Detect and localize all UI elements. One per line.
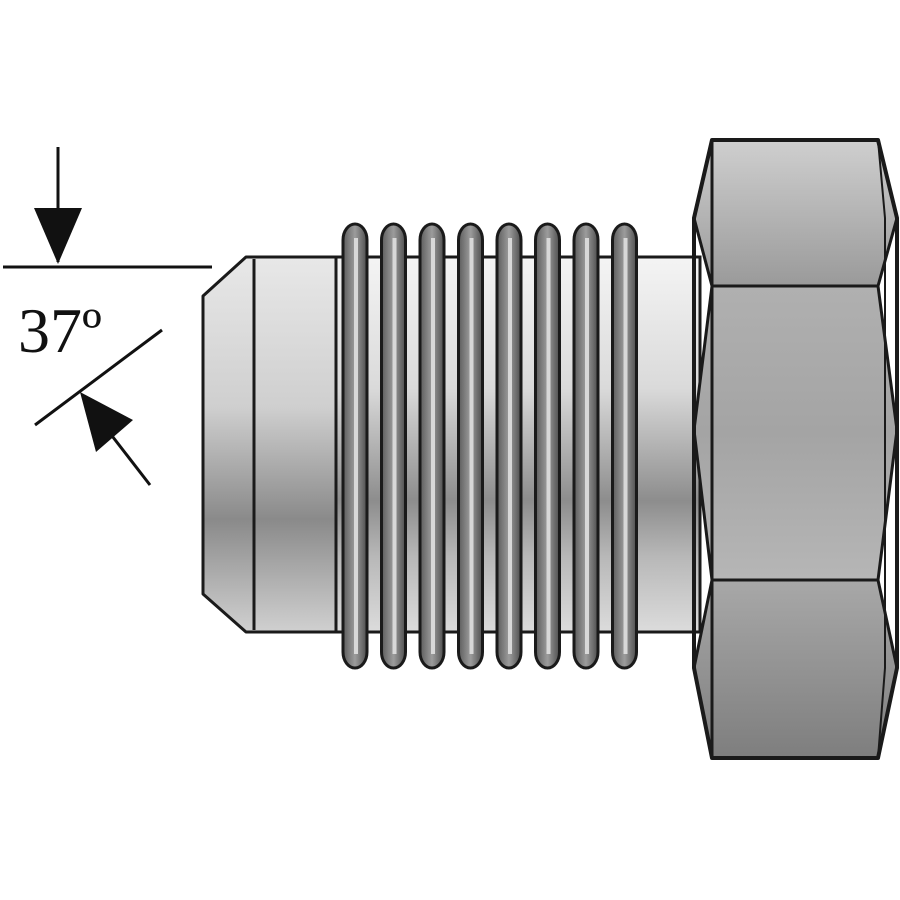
angle-label: 37º — [18, 295, 102, 366]
reference-line-angled — [34, 328, 163, 427]
hex-right-chamfer — [877, 139, 886, 759]
angle-annotation: 37º — [3, 147, 212, 486]
arrow-down-icon — [34, 208, 82, 264]
hex-face-bottom — [692, 578, 899, 760]
hex-face-middle — [692, 284, 899, 582]
arrow-up-icon — [80, 392, 133, 452]
hex-left-chamfer — [692, 139, 714, 759]
flare-nose — [201, 255, 338, 634]
hex-face-top — [692, 138, 899, 288]
thread-group — [341, 222, 638, 670]
hex-head — [692, 138, 899, 760]
